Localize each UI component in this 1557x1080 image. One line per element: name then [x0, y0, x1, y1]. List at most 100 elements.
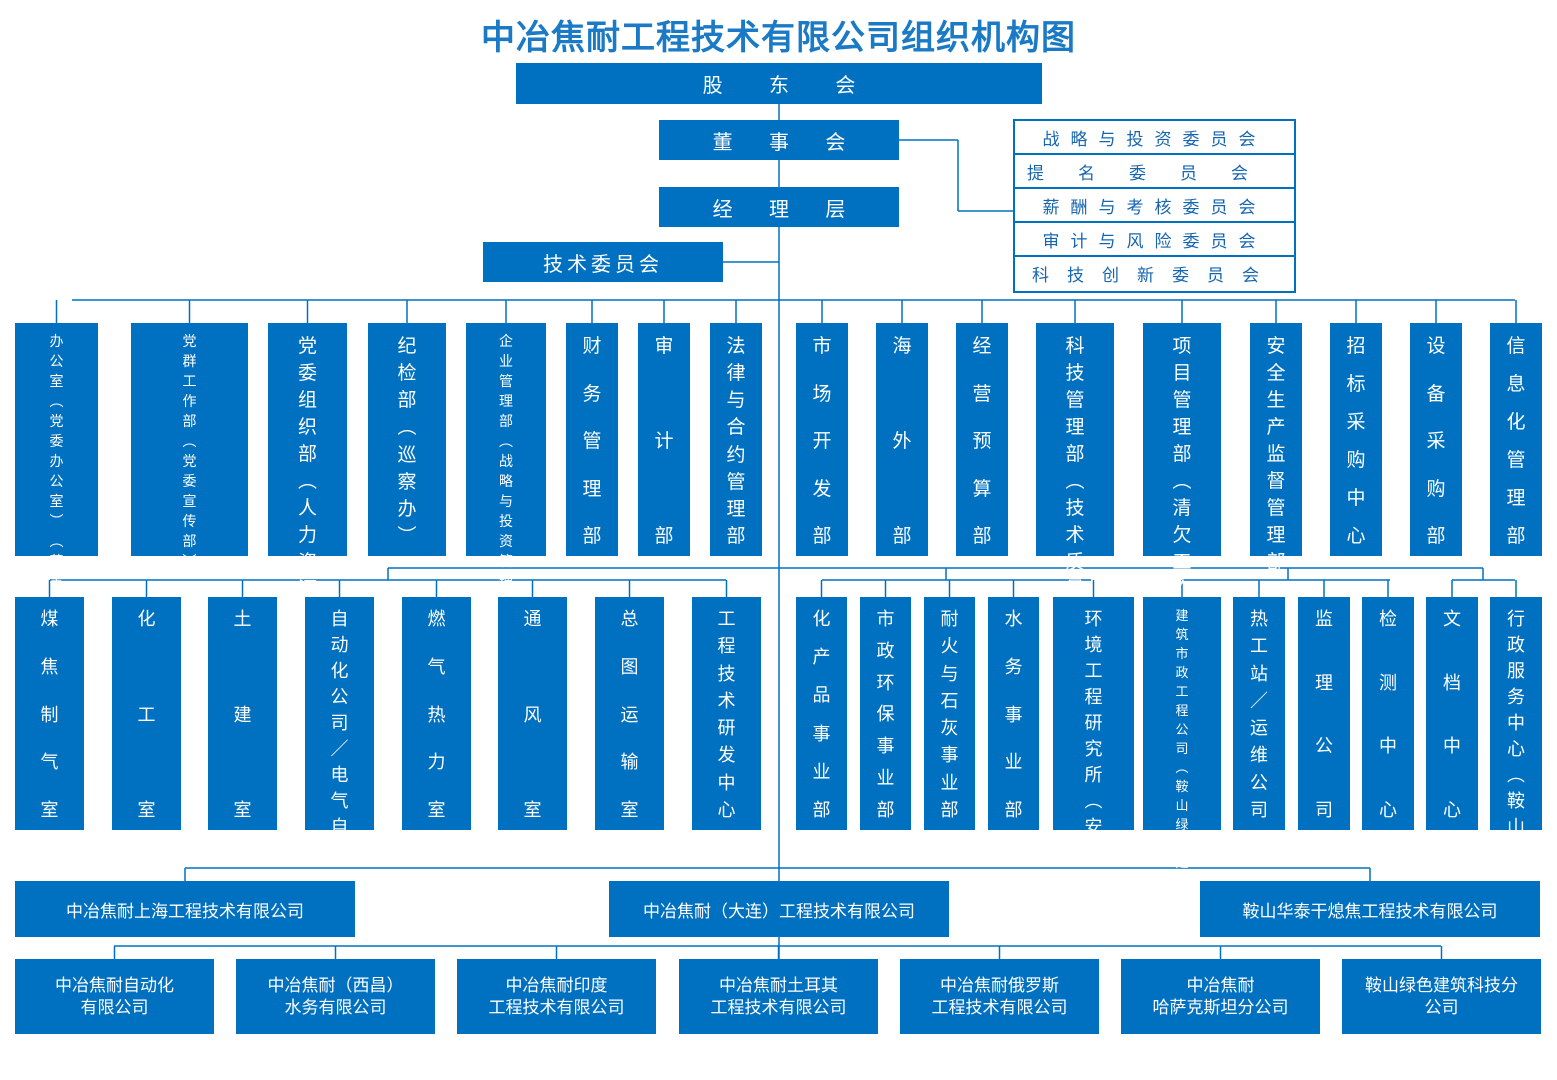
vertical-label: 检测中心 — [1379, 605, 1397, 822]
label-char: 科 — [1065, 335, 1085, 357]
label-char: 建 — [233, 704, 252, 726]
label-char: 水 — [1004, 609, 1023, 630]
label-char: 心 — [717, 799, 736, 821]
label-char: 事 — [49, 574, 64, 590]
shareholders-box[interactable]: 股 东 会 — [516, 63, 1042, 104]
vertical-label: 化工室 — [138, 605, 156, 822]
department-6[interactable]: 审计部 — [638, 323, 690, 556]
label-char: 动 — [330, 635, 349, 656]
label-char: 气 — [40, 752, 59, 774]
committee-label: 科技创新委员会 — [1032, 265, 1277, 286]
label-char: ︵ — [1084, 791, 1103, 812]
label-char: 息 — [1506, 373, 1526, 395]
label-char: 宣 — [182, 494, 197, 510]
label-char: 力 — [427, 752, 446, 774]
label-char: 源 — [297, 578, 317, 600]
label-char: 采 — [1346, 411, 1366, 433]
department-8[interactable]: 市场开发部 — [796, 323, 848, 556]
label-char: 委 — [182, 474, 197, 490]
unit-16[interactable]: 检测中心 — [1362, 597, 1414, 830]
department-14[interactable]: 招标采购中心 — [1330, 323, 1382, 556]
label-char: 司 — [1250, 799, 1268, 821]
unit-4[interactable]: 燃气热力室 — [402, 597, 471, 830]
tech-committee-box[interactable]: 技术委员会 — [483, 242, 723, 282]
label-char: 算 — [972, 477, 992, 500]
department-5[interactable]: 财务管理部 — [566, 323, 618, 556]
committee-strategy[interactable]: 战略与投资委员会 — [1015, 121, 1294, 153]
committee-nomination[interactable]: 提名委员会 — [1015, 155, 1294, 187]
department-9[interactable]: 海外部 — [876, 323, 928, 556]
label-char: 部 — [972, 525, 992, 547]
subsidiary-2[interactable]: 中冶焦耐印度工程技术有限公司 — [457, 959, 656, 1034]
label-char: 火 — [940, 636, 959, 658]
unit-8[interactable]: 化产品事业部 — [796, 597, 847, 830]
subsidiary-label-line: 工程技术有限公司 — [710, 997, 847, 1018]
unit-0[interactable]: 煤焦制气室 — [15, 597, 84, 830]
label-char: 技 — [1065, 362, 1085, 384]
unit-14[interactable]: 热工站／运维公司 — [1233, 597, 1285, 830]
subsidiary-5[interactable]: 中冶焦耐哈萨克斯坦分公司 — [1121, 959, 1320, 1034]
vertical-label: 安全生产监督管理部 — [1266, 331, 1285, 573]
committee-innovation[interactable]: 科技创新委员会 — [1015, 257, 1294, 289]
label-char: 法 — [726, 335, 746, 357]
unit-10[interactable]: 耐火与石灰事业部 — [924, 597, 975, 830]
department-15[interactable]: 设备采购部 — [1410, 323, 1462, 556]
divider — [1015, 187, 1294, 189]
subsidiary-dalian[interactable]: 中冶焦耐（大连）工程技术有限公司 — [609, 881, 949, 937]
management-box[interactable]: 经 理 层 — [659, 187, 899, 227]
label-char: 公 — [330, 687, 349, 708]
label-char: 图 — [620, 656, 639, 678]
department-13[interactable]: 安全生产监督管理部 — [1250, 323, 1302, 573]
unit-17[interactable]: 文档中心 — [1426, 597, 1478, 830]
subsidiary-anshan-huatai[interactable]: 鞍山华泰干熄焦工程技术有限公司 — [1200, 881, 1540, 937]
unit-7[interactable]: 工程技术研发中心 — [692, 597, 761, 830]
label-char: 工 — [1172, 551, 1192, 573]
subsidiary-1[interactable]: 中冶焦耐（西昌）水务有限公司 — [236, 959, 435, 1034]
label-char: 部 — [1426, 525, 1446, 547]
unit-1[interactable]: 化工室 — [112, 597, 181, 830]
unit-12[interactable]: 环境工程研究所︵安环室︶ — [1053, 597, 1134, 916]
label-char: 化 — [812, 609, 831, 630]
department-3[interactable]: 纪检部︵巡察办︶ — [368, 323, 446, 556]
label-char: 安 — [1084, 817, 1103, 838]
label-char: 公 — [1315, 736, 1333, 758]
label-char: 化 — [137, 609, 156, 630]
label-char: 技 — [1065, 497, 1085, 519]
label-char: 质 — [1065, 551, 1085, 573]
unit-2[interactable]: 土建室 — [208, 597, 277, 830]
unit-11[interactable]: 水务事业部 — [988, 597, 1039, 830]
subsidiary-shanghai[interactable]: 中冶焦耐上海工程技术有限公司 — [15, 881, 355, 937]
unit-9[interactable]: 市政环保事业部 — [860, 597, 911, 830]
label-char: 热 — [427, 704, 446, 726]
subsidiary-0[interactable]: 中冶焦耐自动化有限公司 — [15, 959, 214, 1034]
unit-15[interactable]: 监理公司 — [1298, 597, 1350, 830]
subsidiary-4[interactable]: 中冶焦耐俄罗斯工程技术有限公司 — [900, 959, 1099, 1034]
unit-18[interactable]: 行政服务中心︵鞍山︶ — [1490, 597, 1542, 864]
unit-5[interactable]: 通风室 — [498, 597, 567, 830]
department-10[interactable]: 经营预算部 — [956, 323, 1008, 556]
label-char: 筑 — [1175, 875, 1189, 890]
unit-6[interactable]: 总图运输室 — [595, 597, 664, 830]
label-char: 电 — [330, 765, 349, 786]
department-1[interactable]: 党群工作部︵党委宣传部︶︵工会︶︵团委︶ — [131, 323, 248, 730]
subsidiary-3[interactable]: 中冶焦耐土耳其工程技术有限公司 — [679, 959, 878, 1034]
department-7[interactable]: 法律与合约管理部 — [710, 323, 762, 556]
label-char: 建 — [1175, 609, 1189, 624]
label-char: 管 — [1506, 449, 1526, 471]
label-char: 审 — [654, 335, 674, 357]
subsidiary-6[interactable]: 鞍山绿色建筑科技分公司 — [1342, 959, 1541, 1034]
label-char: 织 — [297, 416, 317, 438]
department-16[interactable]: 信息化管理部 — [1490, 323, 1542, 556]
committee-remuneration[interactable]: 薪酬与考核委员会 — [1015, 189, 1294, 221]
label-char: ︵ — [499, 434, 513, 450]
label-char: 部 — [582, 525, 602, 547]
committee-audit[interactable]: 审计与风险委员会 — [1015, 223, 1294, 255]
board-box[interactable]: 董 事 会 — [659, 120, 899, 160]
